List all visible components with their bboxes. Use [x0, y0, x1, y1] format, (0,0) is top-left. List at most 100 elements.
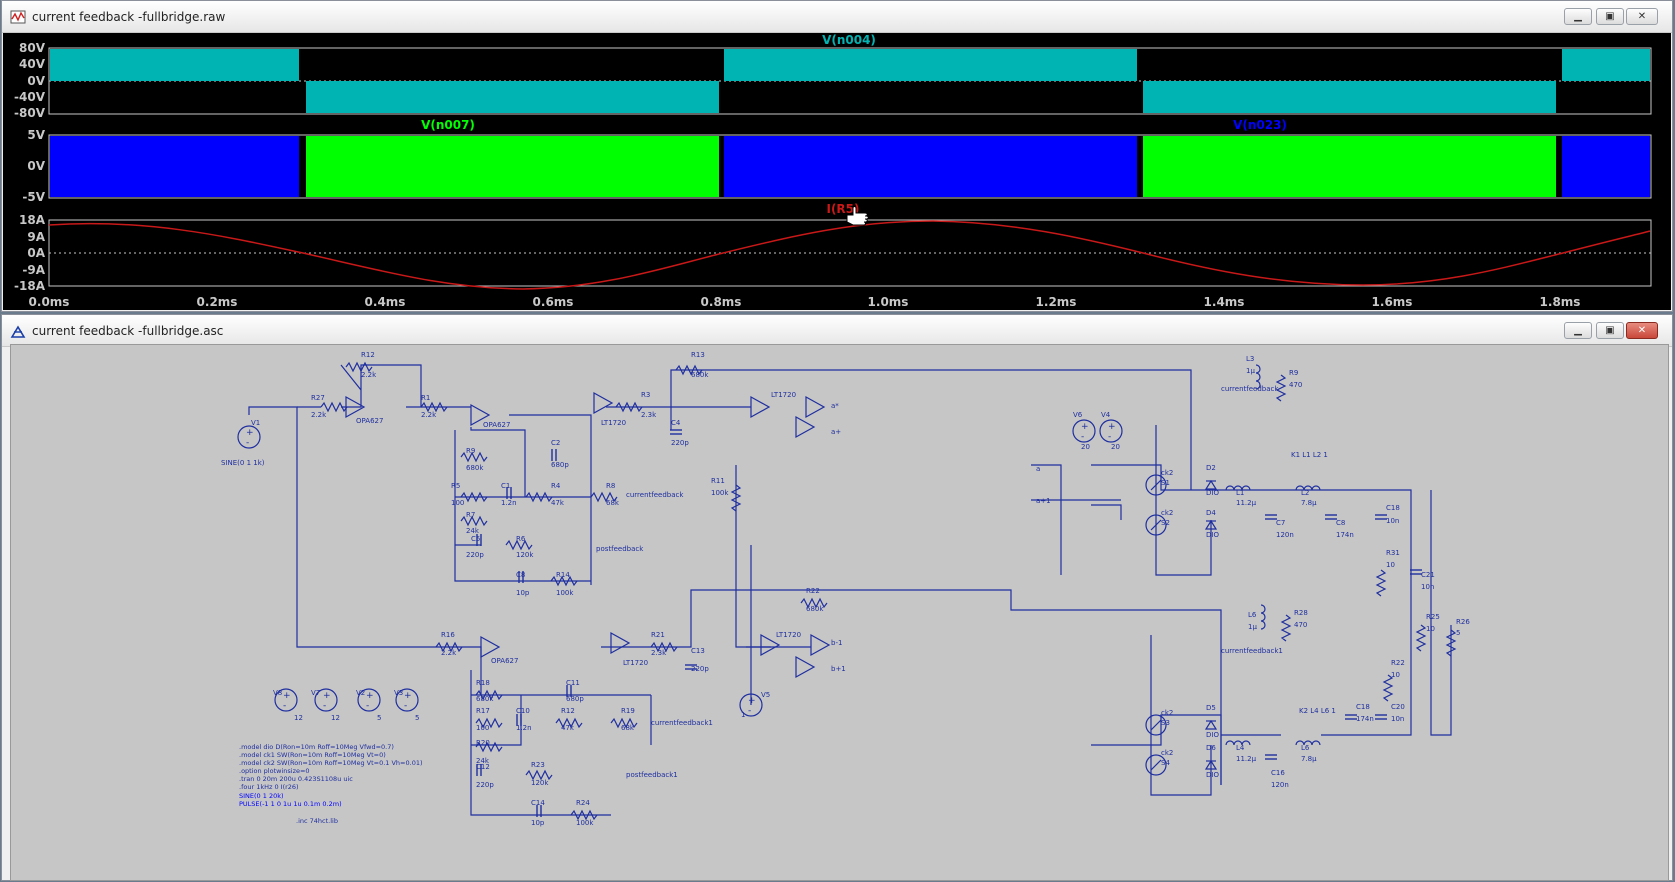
directive-option[interactable]: .option plotwinsize=0	[239, 767, 310, 775]
svg-text:D6: D6	[1206, 744, 1216, 752]
svg-text:R18: R18	[476, 679, 490, 687]
svg-text:R12: R12	[361, 351, 375, 359]
op-amps[interactable]	[345, 392, 830, 678]
schematic-minimize-button[interactable]: ▁	[1564, 322, 1592, 339]
schematic-canvas[interactable]: +-	[10, 344, 1669, 881]
schematic-titlebar[interactable]: current feedback -fullbridge.asc ▁ ▣ ✕	[2, 315, 1672, 347]
svg-text:174n: 174n	[1336, 531, 1354, 539]
svg-text:SINE(0 1 1k): SINE(0 1 1k)	[221, 459, 265, 467]
svg-text:C21: C21	[1421, 571, 1435, 579]
y-tick-neg5v: -5V	[22, 190, 45, 204]
minimize-button[interactable]: ▁	[1564, 8, 1592, 25]
schematic-wires	[248, 364, 1452, 816]
directive-include[interactable]: .inc 74hct.lib	[296, 817, 338, 825]
svg-text:5: 5	[1456, 629, 1460, 637]
svg-text:100k: 100k	[576, 819, 594, 827]
current-label[interactable]: I(R5)	[826, 202, 859, 216]
capacitors[interactable]	[476, 429, 1423, 818]
svg-text:D2: D2	[1206, 464, 1216, 472]
svg-text:C13: C13	[691, 647, 705, 655]
vn007-block-1	[306, 136, 719, 197]
directive-sine[interactable]: SINE(0 1 20k)	[239, 792, 284, 800]
svg-text:C20: C20	[1391, 703, 1405, 711]
svg-text:L6: L6	[1301, 744, 1310, 752]
svg-text:10n: 10n	[1421, 583, 1434, 591]
inductors[interactable]	[1225, 364, 1321, 746]
svg-text:C4: C4	[671, 419, 681, 427]
vn023-label[interactable]: V(n023)	[1233, 118, 1287, 132]
svg-text:7.8µ: 7.8µ	[1301, 499, 1317, 507]
svg-text:R1: R1	[421, 394, 430, 402]
svg-text:10p: 10p	[531, 819, 545, 827]
svg-text:ck2: ck2	[1161, 709, 1173, 717]
svg-text:R17: R17	[476, 707, 490, 715]
svg-text:R11: R11	[711, 477, 725, 485]
svg-text:currentfeedback1: currentfeedback1	[1221, 647, 1283, 655]
svg-text:postfeedback: postfeedback	[596, 545, 644, 553]
svg-text:DIO: DIO	[1206, 731, 1219, 739]
svg-text:L1: L1	[1236, 489, 1244, 497]
svg-text:20: 20	[1081, 443, 1090, 451]
vn004-label[interactable]: V(n004)	[822, 33, 876, 47]
svg-text:V2: V2	[356, 689, 365, 697]
pane-current[interactable]: I(R5) 18A 9A 0A -9A -18A	[14, 202, 1652, 293]
svg-text:R7: R7	[466, 511, 475, 519]
current-trace	[48, 220, 1651, 290]
waveform-plot-area[interactable]: V(n004) 80V 40V 0V -40V -80V V(n007) V(n…	[3, 33, 1671, 310]
svg-text:S3: S3	[1161, 719, 1170, 727]
directive-model-ck2[interactable]: .model ck2 SW(Ron=10m Roff=10Meg Vt=0.1 …	[239, 759, 423, 767]
svg-text:68k: 68k	[621, 724, 635, 732]
x-tick-1.6ms: 1.6ms	[1372, 295, 1413, 309]
svg-text:R8: R8	[606, 482, 615, 490]
svg-text:C5: C5	[471, 535, 480, 543]
directive-four[interactable]: .four 1kHz 0 I(r26)	[239, 783, 299, 791]
schematic-app-icon	[10, 325, 26, 338]
directive-tran[interactable]: .tran 0 20m 200u 0.423S1108u uic	[239, 775, 353, 783]
y-tick-neg80v: -80V	[14, 106, 46, 120]
directive-model-ck1[interactable]: .model ck1 SW(Ron=10m Roff=10Meg Vt=0)	[239, 751, 386, 759]
svg-text:R6: R6	[516, 535, 526, 543]
svg-text:470: 470	[1289, 381, 1302, 389]
svg-text:V5: V5	[761, 691, 770, 699]
svg-text:120n: 120n	[1276, 531, 1294, 539]
y-tick-0v: 0V	[27, 74, 45, 88]
svg-text:currentfeedback: currentfeedback	[626, 491, 684, 499]
svg-text:680k: 680k	[476, 695, 494, 703]
maximize-button[interactable]: ▣	[1596, 8, 1624, 25]
svg-text:LT1720: LT1720	[771, 391, 796, 399]
svg-text:1µ: 1µ	[1248, 623, 1257, 631]
schematic-close-button[interactable]: ✕	[1626, 322, 1658, 339]
spice-directives[interactable]: .model dio D(Ron=10m Roff=10Meg Vfwd=0.7…	[239, 743, 423, 825]
svg-text:R26: R26	[1456, 618, 1470, 626]
svg-text:24k: 24k	[466, 527, 480, 535]
svg-text:2.3k: 2.3k	[641, 411, 657, 419]
voltage-sources[interactable]	[237, 419, 1123, 717]
svg-text:R28: R28	[1294, 609, 1308, 617]
svg-text:100: 100	[451, 499, 464, 507]
close-button[interactable]: ✕	[1626, 8, 1658, 25]
y-tick-neg18a: -18A	[14, 279, 46, 293]
pane-vn004[interactable]: V(n004) 80V 40V 0V -40V -80V	[14, 33, 1652, 120]
waveform-titlebar[interactable]: current feedback -fullbridge.raw ▁ ▣ ✕	[2, 1, 1672, 33]
vn004-pulse-1	[50, 49, 299, 81]
pane-vn007-vn023[interactable]: V(n007) V(n023) 5V 0V -5V	[22, 118, 1652, 204]
vn007-label[interactable]: V(n007)	[421, 118, 475, 132]
svg-text:V3: V3	[394, 689, 403, 697]
schematic-maximize-button[interactable]: ▣	[1596, 322, 1624, 339]
svg-text:1µ: 1µ	[1246, 367, 1255, 375]
svg-text:LT1720: LT1720	[776, 631, 801, 639]
hand-cursor-icon	[846, 206, 869, 226]
svg-text:C8: C8	[1336, 519, 1345, 527]
svg-text:680k: 680k	[691, 371, 709, 379]
resistors[interactable]	[320, 362, 1456, 820]
vn007-block-2	[1143, 136, 1556, 197]
svg-text:S1: S1	[1161, 479, 1170, 487]
svg-text:R9: R9	[466, 447, 475, 455]
svg-text:postfeedback1: postfeedback1	[626, 771, 678, 779]
schematic-window-title: current feedback -fullbridge.asc	[32, 324, 224, 338]
directive-pulse[interactable]: PULSE(-1 1 0 1u 1u 0.1m 0.2m)	[239, 800, 342, 808]
svg-text:R22: R22	[806, 587, 820, 595]
directive-model-dio[interactable]: .model dio D(Ron=10m Roff=10Meg Vfwd=0.7…	[239, 743, 394, 751]
svg-text:24k: 24k	[476, 757, 490, 765]
svg-text:V4: V4	[1101, 411, 1111, 419]
